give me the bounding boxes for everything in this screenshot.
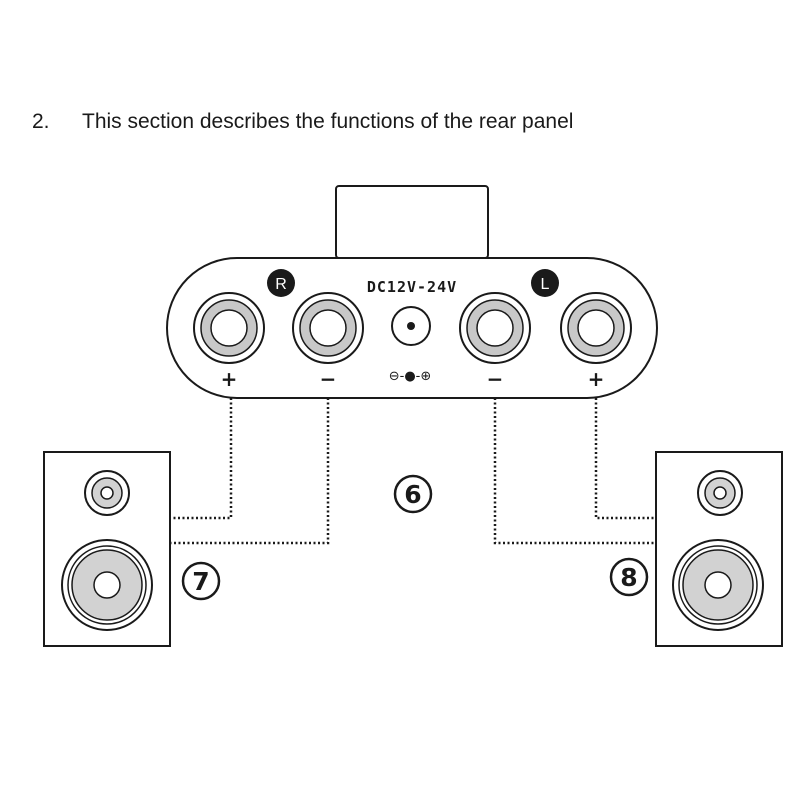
terminal-left-positive[interactable] xyxy=(560,292,632,364)
right-channel-letter: R xyxy=(275,276,287,293)
right-channel-badge: R xyxy=(267,269,295,297)
callout-right-speaker: 8 xyxy=(609,557,649,597)
voltage-label: DC12V-24V xyxy=(367,278,457,296)
section-title: This section describes the functions of … xyxy=(82,110,574,133)
callout-left-speaker-number: 7 xyxy=(192,567,209,596)
callout-panel-number: 6 xyxy=(404,480,421,509)
terminal-left-negative[interactable] xyxy=(459,292,531,364)
callout-panel: 6 xyxy=(393,474,433,514)
section-heading: 2. This section describes the functions o… xyxy=(32,110,573,134)
wire-left-negative xyxy=(493,398,656,545)
terminal-right-positive[interactable] xyxy=(193,292,265,364)
section-number: 2. xyxy=(32,110,50,133)
wire-right-negative xyxy=(170,398,330,545)
wire-right-positive xyxy=(170,398,233,520)
terminal-right-negative[interactable] xyxy=(292,292,364,364)
wire-left-positive xyxy=(594,398,656,520)
callout-right-speaker-number: 8 xyxy=(620,563,637,592)
polarity-left-positive: + xyxy=(588,367,605,391)
heatsink-block xyxy=(335,185,489,259)
left-speaker xyxy=(43,451,171,647)
callout-left-speaker: 7 xyxy=(181,561,221,601)
polarity-right-positive: + xyxy=(221,367,238,391)
left-channel-letter: L xyxy=(541,276,550,293)
speaker-wires xyxy=(170,398,656,545)
right-speaker xyxy=(655,451,783,647)
polarity-left-negative: − xyxy=(487,367,504,391)
polarity-right-negative: − xyxy=(320,367,337,391)
left-channel-badge: L xyxy=(531,269,559,297)
dc-polarity-symbol: ⊖-●-⊕ xyxy=(389,369,432,384)
dc-power-jack[interactable] xyxy=(391,306,431,346)
